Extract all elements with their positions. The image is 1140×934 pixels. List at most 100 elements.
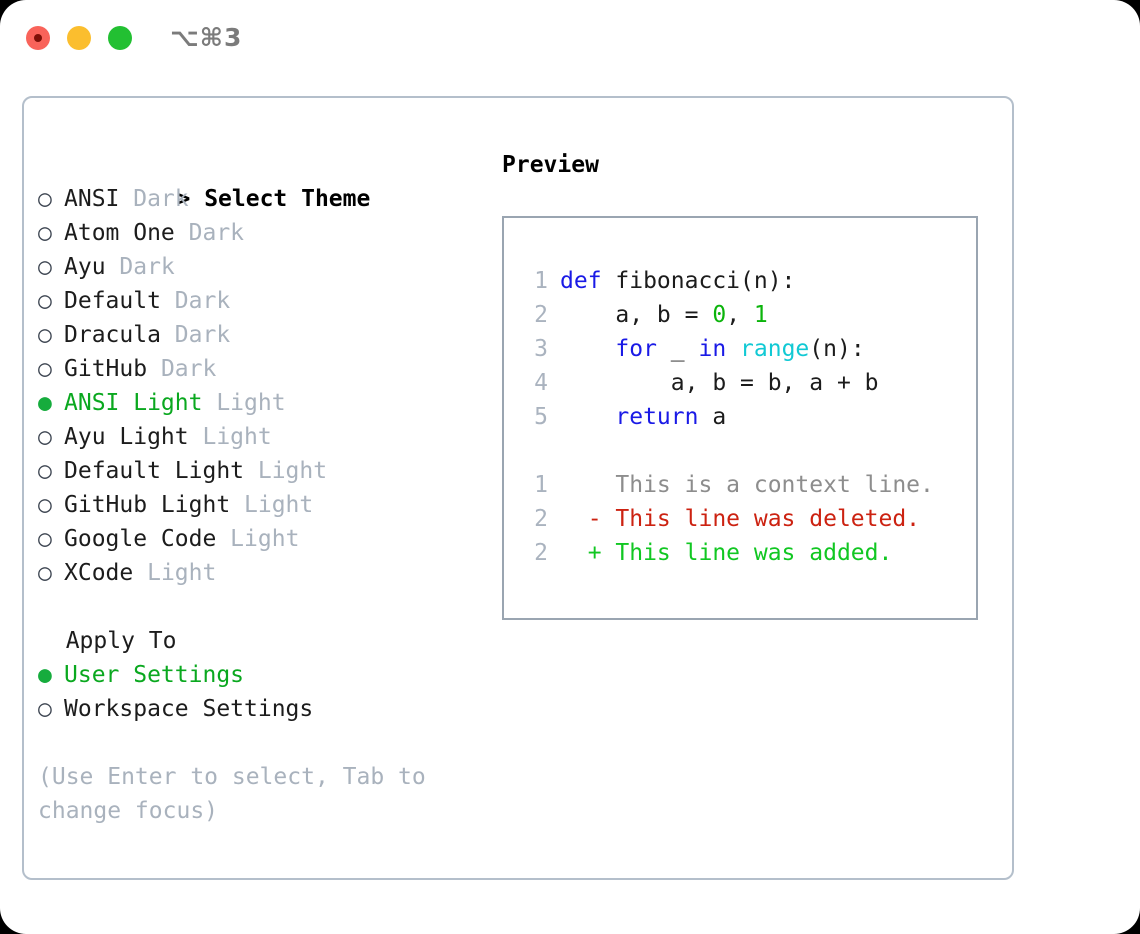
apply-to-option-label: Workspace Settings — [64, 696, 314, 722]
code-token: _ — [656, 336, 699, 362]
theme-item-github[interactable]: ○ GitHub Dark — [38, 352, 488, 386]
theme-item-label: Default Light — [64, 458, 245, 484]
main-panel: > Select Theme ○ ANSI Dark○ Atom One Dar… — [22, 96, 1014, 880]
apply-to-options: ● User Settings○ Workspace Settings — [38, 658, 488, 726]
code-token: range — [740, 336, 810, 362]
theme-item-kind: Dark — [119, 186, 189, 212]
diff-text: This line was added. — [615, 540, 893, 566]
code-line: 4 a, b = b, a + b — [522, 366, 976, 400]
diff-line: 2 - This line was deleted. — [522, 502, 976, 536]
radio-unselected-icon: ○ — [38, 220, 66, 246]
diff-sign: - — [560, 506, 616, 532]
window-controls — [26, 26, 132, 50]
apply-to-heading: Apply To — [38, 628, 177, 654]
line-number: 2 — [534, 506, 548, 532]
code-line: 2 a, b = 0, 1 — [522, 298, 976, 332]
code-token — [560, 336, 615, 362]
code-line: 5 return a — [522, 400, 976, 434]
line-number: 3 — [534, 336, 548, 362]
theme-item-label: ANSI Light — [64, 390, 203, 416]
diff-line: 2 + This line was added. — [522, 536, 976, 570]
apply-to-option-workspace-settings[interactable]: ○ Workspace Settings — [38, 692, 488, 726]
theme-item-label: ANSI — [64, 186, 120, 212]
code-token: in — [698, 336, 727, 362]
select-theme-heading: > Select Theme — [38, 148, 488, 212]
line-number: 2 — [534, 540, 548, 566]
minimize-window-button[interactable] — [67, 26, 91, 50]
theme-item-kind: Dark — [160, 288, 231, 314]
theme-item-kind: Light — [133, 560, 217, 586]
theme-item-kind: Dark — [147, 356, 217, 382]
theme-item-ayu[interactable]: ○ Ayu Dark — [38, 250, 488, 284]
radio-unselected-icon: ○ — [38, 186, 66, 212]
select-theme-title: Select Theme — [204, 186, 371, 212]
code-token: def — [560, 268, 616, 294]
theme-item-ansi[interactable]: ○ ANSI Dark — [38, 182, 488, 216]
code-token: for — [615, 336, 657, 362]
theme-item-label: Dracula — [64, 322, 161, 348]
theme-item-kind: Light — [188, 424, 272, 450]
diff-sign: + — [560, 540, 616, 566]
theme-item-ansi-light[interactable]: ● ANSI Light Light — [38, 386, 488, 420]
line-number: 1 — [534, 472, 548, 498]
theme-item-label: Atom One — [64, 220, 175, 246]
radio-unselected-icon: ○ — [38, 696, 66, 722]
theme-item-default[interactable]: ○ Default Dark — [38, 284, 488, 318]
theme-item-atom-one[interactable]: ○ Atom One Dark — [38, 216, 488, 250]
theme-item-kind: Dark — [174, 220, 245, 246]
radio-unselected-icon: ○ — [38, 492, 66, 518]
radio-unselected-icon: ○ — [38, 560, 66, 586]
theme-item-label: Google Code — [64, 526, 217, 552]
code-line: 3 for _ in range(n): — [522, 332, 976, 366]
diff-text: This line was deleted. — [615, 506, 921, 532]
diff-sample: 1 This is a context line. 2 - This line w… — [522, 468, 976, 570]
code-token: a, b = — [560, 302, 713, 328]
preview-gap — [522, 434, 976, 468]
radio-selected-icon: ● — [38, 390, 66, 416]
theme-item-label: XCode — [64, 560, 134, 586]
theme-item-xcode[interactable]: ○ XCode Light — [38, 556, 488, 590]
heading-caret-icon: > — [176, 186, 205, 212]
code-token: 1 — [753, 302, 768, 328]
title-bar: ⌥⌘3 — [0, 0, 1140, 78]
diff-text: This is a context line. — [615, 472, 934, 498]
code-token: a — [698, 404, 727, 430]
line-number: 2 — [534, 302, 548, 328]
theme-item-label: GitHub — [64, 356, 148, 382]
list-spacer — [38, 590, 488, 624]
radio-unselected-icon: ○ — [38, 424, 66, 450]
theme-item-ayu-light[interactable]: ○ Ayu Light Light — [38, 420, 488, 454]
radio-unselected-icon: ○ — [38, 356, 66, 382]
radio-unselected-icon: ○ — [38, 288, 66, 314]
close-window-button[interactable] — [26, 26, 50, 50]
code-token: a, b = b, a + b — [560, 370, 879, 396]
theme-item-label: Ayu Light — [64, 424, 189, 450]
line-number: 1 — [534, 268, 548, 294]
code-token: fibonacci(n): — [615, 268, 796, 294]
theme-item-default-light[interactable]: ○ Default Light Light — [38, 454, 488, 488]
apply-to-option-user-settings[interactable]: ● User Settings — [38, 658, 488, 692]
panel-body: > Select Theme ○ ANSI Dark○ Atom One Dar… — [24, 98, 1012, 878]
code-token: 0 — [712, 302, 727, 328]
theme-item-kind: Light — [202, 390, 286, 416]
theme-item-google-code[interactable]: ○ Google Code Light — [38, 522, 488, 556]
theme-selector-column: > Select Theme ○ ANSI Dark○ Atom One Dar… — [38, 148, 488, 828]
code-line: 1 def fibonacci(n): — [522, 264, 976, 298]
theme-item-kind: Dark — [160, 322, 231, 348]
maximize-window-button[interactable] — [108, 26, 132, 50]
radio-unselected-icon: ○ — [38, 254, 66, 280]
theme-item-kind: Light — [230, 492, 314, 518]
radio-selected-icon: ● — [38, 662, 66, 688]
theme-item-dracula[interactable]: ○ Dracula Dark — [38, 318, 488, 352]
radio-unselected-icon: ○ — [38, 458, 66, 484]
theme-item-kind: Light — [244, 458, 328, 484]
theme-item-github-light[interactable]: ○ GitHub Light Light — [38, 488, 488, 522]
line-number: 4 — [534, 370, 548, 396]
theme-item-label: Ayu — [64, 254, 106, 280]
theme-item-kind: Light — [216, 526, 300, 552]
theme-item-label: Default — [64, 288, 161, 314]
